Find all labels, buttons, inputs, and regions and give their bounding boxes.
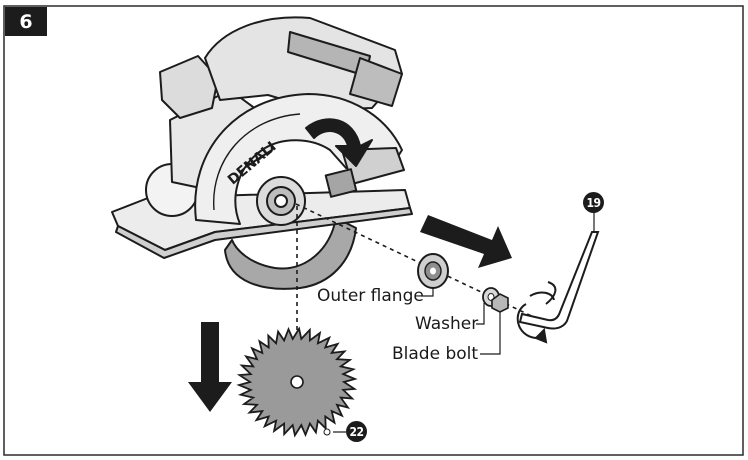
diagram-border [3,5,744,456]
ref-callout-blade: 22 [346,421,367,442]
hex-wrench [516,231,600,344]
saw-blade [236,326,358,438]
circular-saw [111,16,413,290]
rear-handle [159,55,219,119]
lower-guard [224,217,357,290]
leader-blade-bolt [480,312,501,355]
blade-bolt-part [491,293,509,313]
drop-arrow [188,322,232,412]
blade-callout-point [323,428,331,436]
ref-callout-hex-wrench: 19 [583,192,604,213]
blade-arbor-hole [290,375,304,389]
leader-washer [476,303,485,325]
label-washer: Washer [415,314,479,334]
leader-outer-flange [421,288,434,297]
rotation-arrow [305,118,373,167]
outer-flange-part [417,253,449,289]
step-number-badge: 6 [5,7,47,36]
label-outer-flange: Outer flange [317,286,424,306]
remove-arrow [420,215,512,268]
label-blade-bolt: Blade bolt [392,344,479,364]
